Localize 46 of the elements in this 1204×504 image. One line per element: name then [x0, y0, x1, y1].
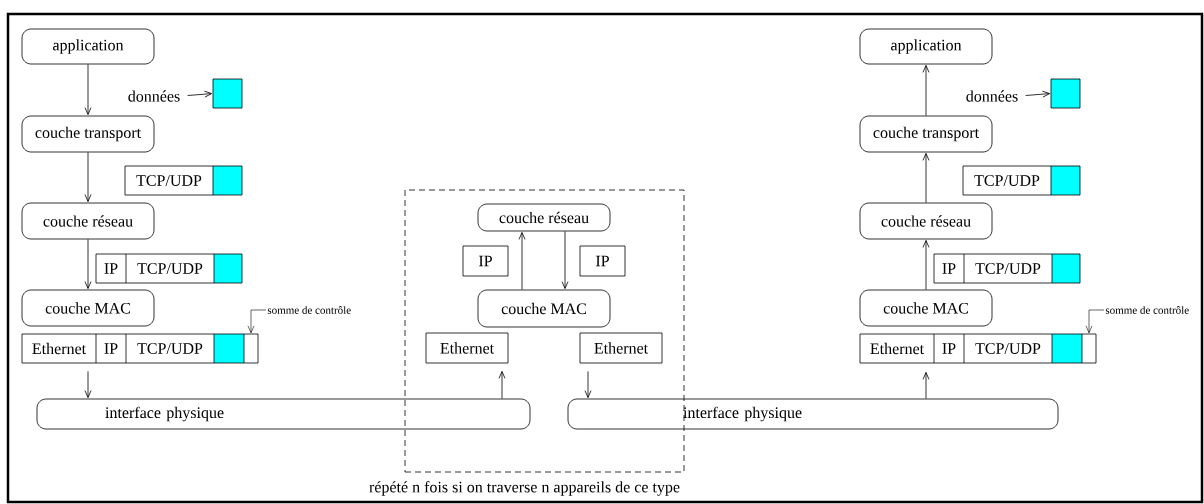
arrow — [187, 90, 212, 98]
arrow — [922, 65, 930, 116]
layer-box: application — [21, 28, 155, 65]
arrow — [518, 232, 526, 290]
layer-box: interface physique — [567, 398, 1059, 430]
header-box: IP — [579, 245, 626, 277]
layer-box: couche réseau — [21, 202, 155, 240]
packet: IP TCP/UDP — [95, 253, 243, 284]
arrow — [1025, 90, 1050, 98]
arrow — [561, 231, 569, 289]
layer-box: couche MAC — [477, 289, 611, 328]
arrow — [922, 240, 930, 290]
note-label: somme de contrôle — [1105, 306, 1189, 314]
layer-box: couche transport — [21, 115, 155, 153]
arrow — [84, 152, 92, 202]
data-block — [212, 78, 243, 109]
header-box: Ethernet — [425, 332, 509, 364]
region-caption: répété n fois si on traverse n appareils de ce type — [369, 481, 680, 496]
arrow — [84, 64, 92, 115]
packet: TCP/UDP — [962, 165, 1081, 196]
arrow — [84, 371, 92, 398]
arrow — [584, 371, 592, 398]
layer-box: interface physique — [36, 398, 531, 430]
packet: TCP/UDP — [124, 165, 243, 196]
arrow — [922, 372, 930, 399]
header-box: IP — [462, 245, 509, 277]
packet: IP TCP/UDP — [933, 253, 1081, 284]
layer-box: couche MAC — [859, 289, 993, 327]
layer-box: application — [859, 28, 993, 65]
data-label: données — [128, 90, 180, 102]
arrow — [498, 371, 506, 399]
layer-box: couche MAC — [21, 289, 155, 327]
dashed-region — [404, 189, 685, 473]
arrow — [84, 239, 92, 289]
leader-line — [1085, 309, 1105, 334]
data-label: données — [966, 90, 1018, 102]
arrow — [922, 153, 930, 203]
leader-line — [247, 309, 267, 334]
note-label: somme de contrôle — [267, 306, 351, 314]
packet: Ethernet IP TCP/UDP — [21, 333, 259, 364]
data-block — [1050, 78, 1081, 109]
layer-box: couche réseau — [477, 203, 611, 232]
layer-box: couche transport — [859, 115, 993, 153]
header-box: Ethernet — [579, 332, 663, 364]
packet: Ethernet IP TCP/UDP — [859, 333, 1097, 364]
layer-box: couche réseau — [859, 202, 993, 240]
